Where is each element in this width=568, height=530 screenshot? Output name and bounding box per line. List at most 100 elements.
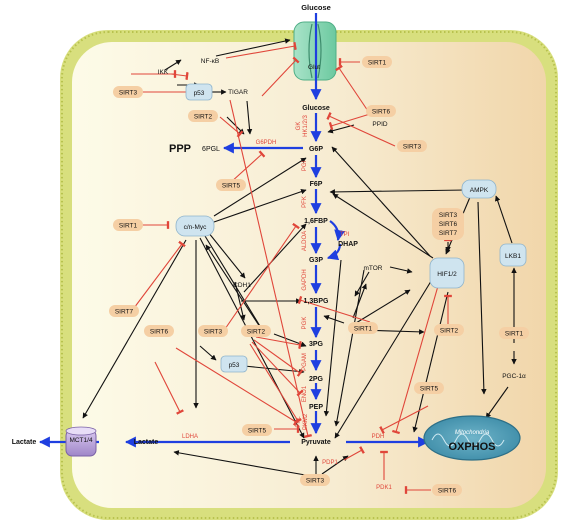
sirt2-mid-badge: SIRT2 — [241, 325, 271, 337]
svg-text:SIRT2: SIRT2 — [440, 328, 459, 335]
sirt1-myc-badge: SIRT1 — [113, 219, 143, 231]
hk-label: HK1/2/3 — [303, 115, 309, 137]
svg-text:SIRT1: SIRT1 — [505, 331, 524, 338]
sirt3-right-badge: SIRT3 — [397, 140, 427, 152]
svg-text:SIRT3: SIRT3 — [439, 212, 458, 219]
svg-text:SIRT5: SIRT5 — [420, 386, 439, 393]
bpg13-label: 1,3BPG — [304, 298, 329, 305]
sirt1-mid-badge: SIRT1 — [348, 322, 378, 334]
svg-text:SIRT3: SIRT3 — [306, 478, 325, 485]
tigar-label: TIGAR — [228, 89, 248, 96]
mito-label: Mitochondria — [455, 430, 490, 436]
sirt5-ppp-badge: SIRT5 — [216, 179, 246, 191]
ppp-label: PPP — [169, 143, 191, 155]
lactate-in-label: Lactate — [134, 439, 159, 446]
pgk-label: PGK — [302, 317, 308, 330]
inhibition-lines — [130, 42, 452, 494]
svg-text:SIRT2: SIRT2 — [194, 114, 213, 121]
pdk1-label: PDK1 — [376, 485, 392, 491]
sirt3-top-badge: SIRT3 — [113, 86, 143, 98]
sirt1-lkb-badge: SIRT1 — [499, 327, 529, 339]
box-hif: HIF1/2 — [429, 257, 465, 289]
pyruvate-label: Pyruvate — [301, 439, 331, 446]
pfk-label: PFK — [302, 196, 308, 208]
sirt3-bottom-badge: SIRT3 — [300, 474, 330, 486]
eno1-label: ENO1 — [302, 385, 308, 402]
svg-text:SIRT2: SIRT2 — [247, 329, 266, 336]
svg-text:SIRT7: SIRT7 — [115, 309, 134, 316]
box-p53-top: p53 — [185, 83, 213, 101]
sirt367-badge: SIRT3 SIRT6 SIRT7 — [432, 208, 464, 240]
sirtuin-badges: SIRT3 SIRT2 SIRT1 SIRT6 SIRT3 SIRT5 SIRT… — [109, 56, 529, 496]
svg-text:SIRT5: SIRT5 — [248, 428, 267, 435]
svg-text:SIRT1: SIRT1 — [354, 326, 373, 333]
g6p-label: G6P — [309, 146, 323, 153]
sirt7-left-badge: SIRT7 — [109, 305, 139, 317]
mct-label: MCT1/4 — [69, 437, 93, 444]
box-cmyc: c/n-Myc — [175, 215, 215, 237]
g3p-label: G3P — [309, 257, 323, 264]
f16bp-label: 1,6FBP — [304, 218, 328, 225]
pgi-label: PGI — [302, 161, 308, 172]
pgam-label: PGAM — [302, 353, 308, 371]
nfkb-label: NF-κB — [201, 58, 219, 65]
svg-text:SIRT3: SIRT3 — [204, 329, 223, 336]
svg-text:AMPK: AMPK — [470, 187, 489, 194]
sirt2-hif-badge: SIRT2 — [434, 324, 464, 336]
pg3-label: 3PG — [309, 341, 324, 348]
svg-text:SIRT6: SIRT6 — [438, 488, 457, 495]
glycolysis-flow — [38, 13, 430, 448]
gapdh-label: GAPDH — [302, 269, 308, 290]
box-ampk: AMPK — [461, 179, 497, 199]
sirt5-pdh-badge: SIRT5 — [414, 382, 444, 394]
dhap-label: DHAP — [338, 241, 358, 248]
svg-text:LKB1: LKB1 — [505, 253, 521, 260]
enzyme-labels: GK HK1/2/3 PGI PFK ALDOA GAPDH PGK PGAM … — [182, 115, 393, 491]
pgl6-label: 6PGL — [202, 146, 220, 153]
svg-text:SIRT1: SIRT1 — [119, 223, 138, 230]
gk-label: GK — [296, 122, 302, 131]
svg-text:SIRT7: SIRT7 — [439, 230, 458, 237]
metabolite-labels: Glucose G6P F6P 1,6FBP G3P 1,3BPG 3PG 2P… — [12, 105, 359, 446]
glucose-top-label: Glucose — [301, 3, 331, 12]
pg2-label: 2PG — [309, 376, 324, 383]
svg-text:SIRT1: SIRT1 — [368, 60, 387, 67]
sirt6-left-badge: SIRT6 — [144, 325, 174, 337]
ppid-label: PPID — [372, 121, 387, 128]
regulator-text: NF-κB IKK TIGAR CDH1 mTOR PPID PGC-1α — [158, 58, 526, 380]
pep-label: PEP — [309, 404, 323, 411]
pgc-label: PGC-1α — [502, 373, 526, 380]
pkl-label: PKL — [296, 416, 302, 428]
svg-text:p53: p53 — [229, 362, 240, 369]
box-p53-mid: p53 — [220, 355, 248, 373]
sirt1-glut-badge: SIRT1 — [362, 56, 392, 68]
pkm2-label: PKM2 — [303, 413, 309, 430]
sirt3-mid-badge: SIRT3 — [198, 325, 228, 337]
sirt2-top-badge: SIRT2 — [188, 110, 218, 122]
mct-transporter: MCT1/4 — [65, 426, 97, 457]
glucose-label: Glucose — [302, 105, 330, 112]
pdp1-label: PDP1 — [322, 460, 338, 466]
svg-text:SIRT6: SIRT6 — [372, 109, 391, 116]
svg-text:HIF1/2: HIF1/2 — [437, 271, 457, 278]
tpi-label: TPI — [340, 232, 350, 238]
svg-text:SIRT6: SIRT6 — [150, 329, 169, 336]
svg-text:SIRT5: SIRT5 — [222, 183, 241, 190]
sirt6-bottom-badge: SIRT6 — [432, 484, 462, 496]
g6pdh-label: G6PDH — [256, 140, 277, 146]
sirt5-pk-badge: SIRT5 — [242, 424, 272, 436]
ikk-label: IKK — [158, 69, 169, 76]
cdh1-label: CDH1 — [233, 282, 251, 289]
box-lkb1: LKB1 — [499, 243, 527, 267]
mtor-label: mTOR — [363, 265, 382, 272]
svg-text:SIRT3: SIRT3 — [403, 144, 422, 151]
pdh-label: PDH — [372, 434, 385, 440]
aldoa-label: ALDOA — [302, 231, 308, 251]
oxphos-label: OXPHOS — [448, 441, 495, 453]
lactate-out-label: Lactate — [12, 439, 37, 446]
mitochondria: Mitochondria OXPHOS — [423, 415, 521, 461]
svg-text:c/n-Myc: c/n-Myc — [184, 224, 208, 231]
svg-text:SIRT6: SIRT6 — [439, 221, 458, 228]
ldha-label: LDHA — [182, 434, 198, 440]
